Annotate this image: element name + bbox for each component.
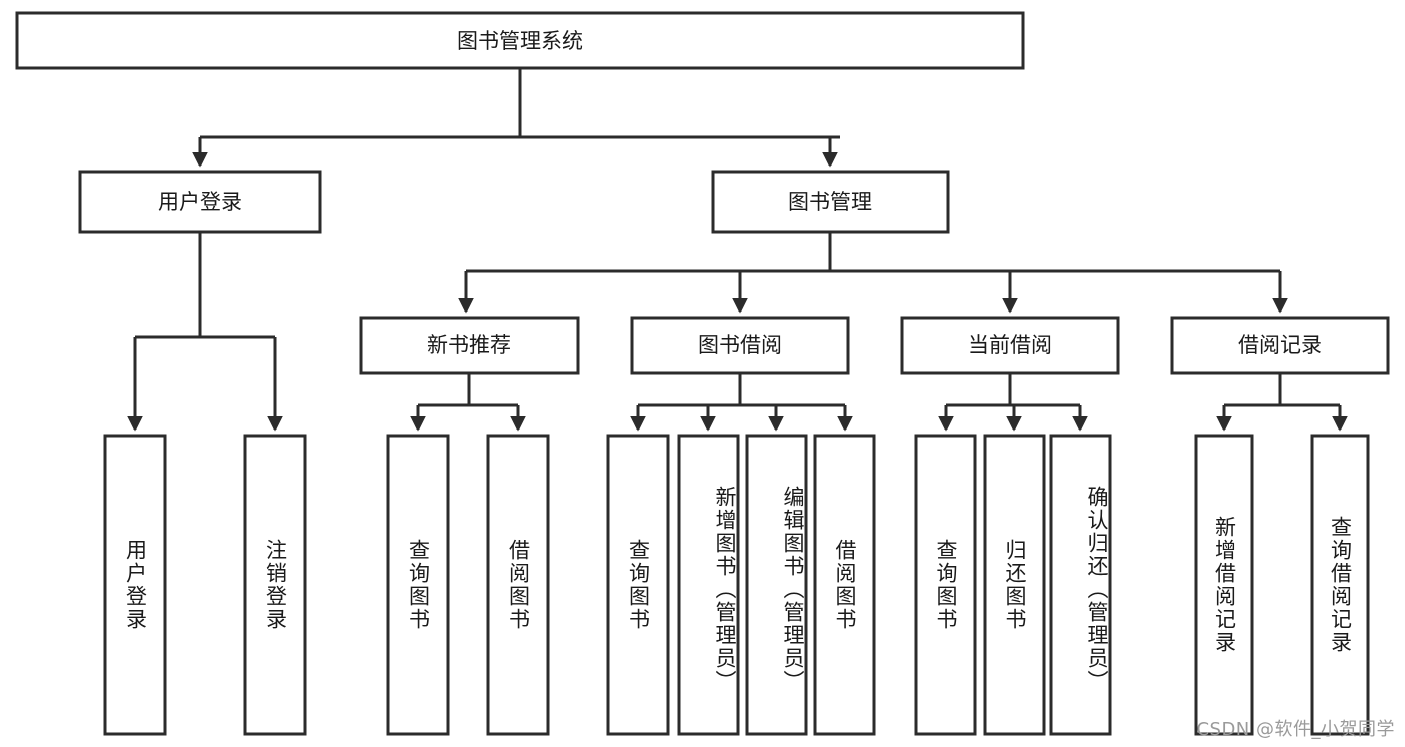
- node-root-box[interactable]: [15, 11, 1025, 70]
- node-current-borrow-box[interactable]: [900, 316, 1120, 375]
- node-book-manage[interactable]: 图书管理: [711, 170, 950, 234]
- node-book-borrow-label: 图书借阅: [698, 333, 782, 357]
- node-current-borrow[interactable]: 当前借阅: [900, 316, 1120, 375]
- leaf-box-edit-book[interactable]: [745, 434, 808, 736]
- connector-recommend-to-leaves: [410, 373, 526, 432]
- node-current-borrow-label: 当前借阅: [968, 333, 1052, 357]
- connector-current-to-leaves: [938, 373, 1088, 432]
- node-new-book-recommend[interactable]: 新书推荐: [359, 316, 580, 375]
- node-borrow-record-label: 借阅记录: [1238, 333, 1322, 357]
- leaf-box-add-record[interactable]: [1194, 434, 1254, 736]
- node-book-borrow[interactable]: 图书借阅: [630, 316, 850, 375]
- node-book-manage-label: 图书管理: [788, 190, 872, 214]
- node-borrow-record[interactable]: 借阅记录: [1170, 316, 1390, 375]
- connector-root-to-level2: [192, 68, 840, 168]
- node-user-login-box[interactable]: [78, 170, 322, 234]
- node-root-label: 图书管理系统: [457, 29, 583, 53]
- leaf-box-return-book[interactable]: [983, 434, 1046, 736]
- leaf-box-confirm-return[interactable]: [1049, 434, 1112, 736]
- leaf-box-query-record[interactable]: [1310, 434, 1370, 736]
- node-borrow-record-box[interactable]: [1170, 316, 1390, 375]
- leaf-box-user-login[interactable]: [103, 434, 167, 736]
- connector-record-to-leaves: [1216, 373, 1348, 432]
- connector-borrow-to-leaves: [630, 373, 853, 432]
- leaf-box-borrow-book-1[interactable]: [486, 434, 550, 736]
- node-user-login[interactable]: 用户登录: [78, 170, 322, 234]
- node-book-borrow-box[interactable]: [630, 316, 850, 375]
- node-user-login-label: 用户登录: [158, 190, 242, 214]
- leaf-box-add-book[interactable]: [677, 434, 740, 736]
- leaf-boxes: [103, 434, 1370, 736]
- node-new-book-recommend-label: 新书推荐: [427, 333, 511, 357]
- watermark-text: CSDN @软件_小贺同学: [1196, 719, 1395, 740]
- connector-bookmanage-to-level3: [458, 232, 1288, 314]
- leaf-box-query-book-2[interactable]: [606, 434, 670, 736]
- connector-userlogin-to-leaves: [127, 232, 283, 432]
- leaf-box-borrow-book-2[interactable]: [813, 434, 876, 736]
- leaf-box-query-book-3[interactable]: [914, 434, 977, 736]
- leaf-box-user-logout[interactable]: [243, 434, 307, 736]
- node-root[interactable]: 图书管理系统: [15, 11, 1025, 70]
- leaf-box-query-book-1[interactable]: [386, 434, 450, 736]
- node-book-manage-box[interactable]: [711, 170, 950, 234]
- node-new-book-recommend-box[interactable]: [359, 316, 580, 375]
